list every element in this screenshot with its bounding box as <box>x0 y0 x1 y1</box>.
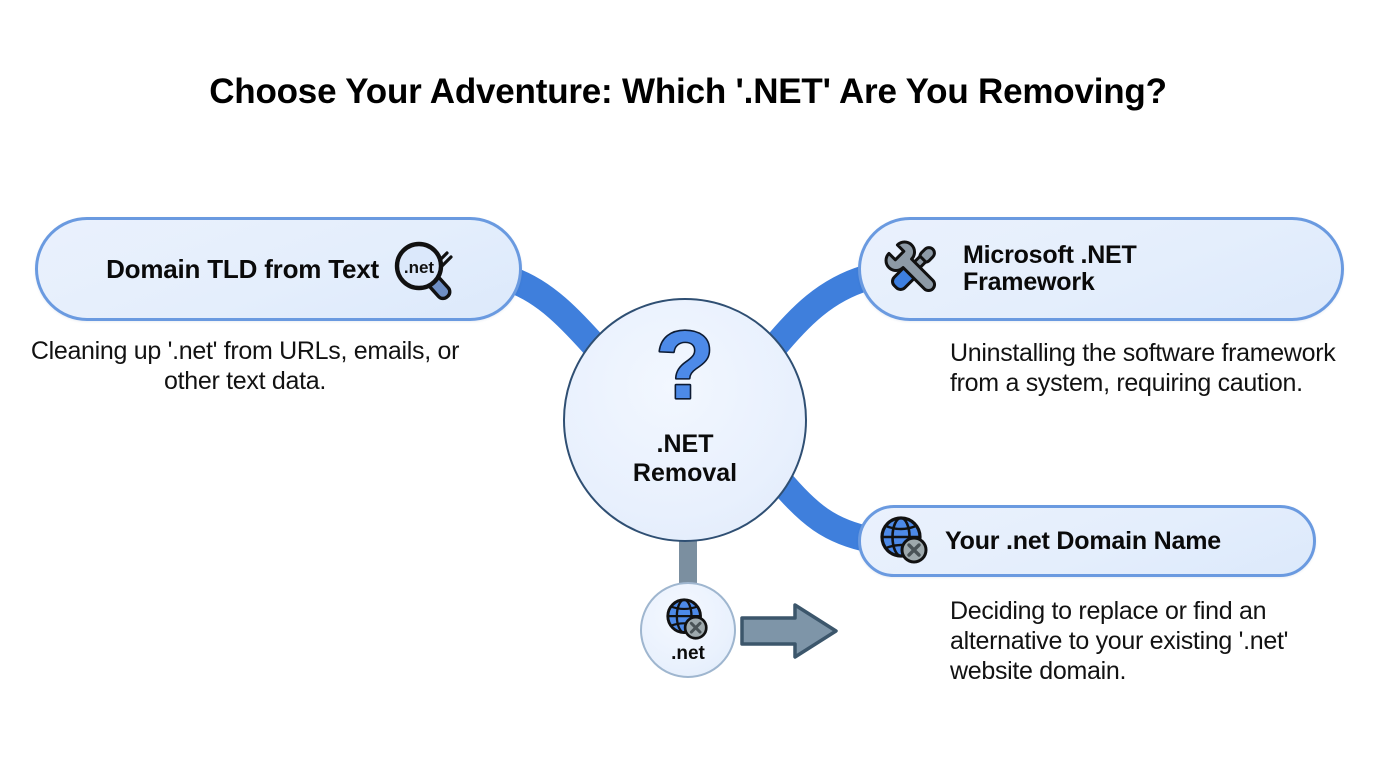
connector-hub-to-domain <box>765 465 885 553</box>
connector-hub-to-left <box>499 267 613 365</box>
node-label: Your .net Domain Name <box>945 526 1221 555</box>
wrench-screwdriver-icon <box>884 240 936 292</box>
node-label-line1: Microsoft .NET <box>963 241 1137 269</box>
node-domain-tld-from-text[interactable]: Domain TLD from Text .net <box>35 217 522 321</box>
node-label-line2: Framework <box>963 268 1095 296</box>
globe-x-icon <box>880 516 928 564</box>
description-your-net-domain-name: Deciding to replace or find an alternati… <box>950 597 1289 685</box>
node-label: Microsoft .NET Framework <box>963 242 1137 296</box>
question-mark-icon: ? <box>643 328 727 424</box>
svg-text:.net: .net <box>404 258 435 277</box>
description-domain-tld-from-text: Cleaning up '.net' from URLs, emails, or… <box>30 337 460 395</box>
hub-label-line2: Removal <box>632 459 738 487</box>
node-dot-net-domain-marker[interactable]: .net <box>640 582 736 678</box>
page-title: Choose Your Adventure: Which '.NET' Are … <box>209 72 1167 111</box>
node-label: .net <box>671 643 705 664</box>
hub-label: .NET Removal <box>633 430 737 488</box>
hub-label-line1: .NET <box>656 430 714 458</box>
magnifier-dot-net-icon: .net <box>394 241 453 301</box>
description-microsoft-net-framework: Uninstalling the software framework from… <box>950 339 1336 397</box>
globe-x-icon <box>666 598 708 640</box>
connector-hub-to-framework <box>759 265 879 363</box>
node-your-net-domain-name[interactable]: Your .net Domain Name <box>858 505 1316 577</box>
svg-text:?: ? <box>656 328 715 419</box>
hub-node-net-removal[interactable]: ? .NET Removal <box>563 298 807 542</box>
node-microsoft-net-framework[interactable]: Microsoft .NET Framework <box>858 217 1344 321</box>
arrow-right-icon <box>740 603 838 659</box>
node-label: Domain TLD from Text <box>106 253 379 284</box>
